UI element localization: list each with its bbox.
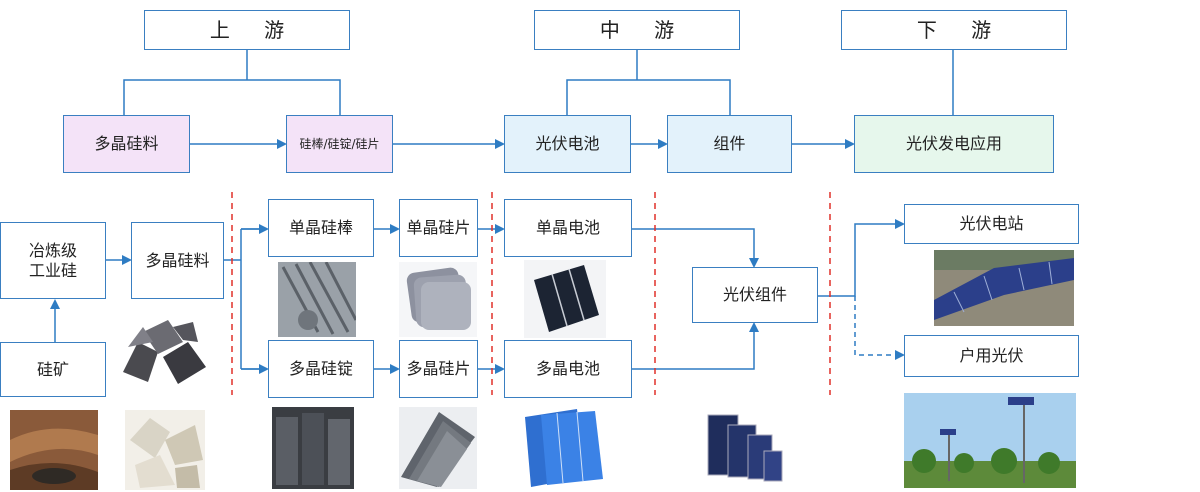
mono-cell-box: 单晶电池 bbox=[504, 199, 632, 257]
mono-rod-box: 单晶硅棒 bbox=[268, 199, 374, 257]
residential-pv-box: 户用光伏 bbox=[904, 335, 1079, 377]
top-pv-application-box: 光伏发电应用 bbox=[854, 115, 1054, 173]
midstream-header: 中 游 bbox=[534, 10, 740, 50]
pv-station-image bbox=[934, 250, 1074, 326]
multi-cell-image bbox=[517, 407, 607, 489]
silicon-ore-box: 硅矿 bbox=[0, 342, 106, 397]
mono-cell-image bbox=[524, 260, 606, 338]
upstream-header: 上 游 bbox=[144, 10, 350, 50]
top-module-box: 组件 bbox=[667, 115, 792, 173]
arrow-module-to-residential bbox=[854, 296, 905, 360]
arrow-multi-cell-to-module bbox=[632, 322, 759, 370]
pv-module-image bbox=[704, 407, 786, 489]
arrow-mono-cell-to-module bbox=[632, 228, 759, 268]
pv-station-box: 光伏电站 bbox=[904, 204, 1079, 244]
multi-wafer-image bbox=[399, 407, 477, 489]
residential-pv-image bbox=[904, 393, 1076, 488]
poly-split-lines bbox=[224, 228, 266, 370]
metallurgical-silicon-box: 冶炼级 工业硅 bbox=[0, 222, 106, 299]
downstream-header: 下 游 bbox=[841, 10, 1067, 50]
pv-module-box: 光伏组件 bbox=[692, 267, 818, 323]
multi-wafer-box: 多晶硅片 bbox=[399, 340, 478, 398]
arrow-module-to-station bbox=[818, 219, 905, 297]
polysilicon-chunks-image bbox=[118, 312, 208, 388]
silicon-ore-mine-image bbox=[10, 410, 98, 490]
multi-ingot-box: 多晶硅锭 bbox=[268, 340, 374, 398]
mono-rod-image bbox=[278, 262, 356, 337]
top-rod-ingot-wafer-box: 硅棒/硅锭/硅片 bbox=[286, 115, 393, 173]
top-pv-cell-box: 光伏电池 bbox=[504, 115, 631, 173]
flow-polysilicon-box: 多晶硅料 bbox=[131, 222, 224, 299]
midstream-bracket bbox=[566, 50, 731, 115]
multi-ingot-image bbox=[272, 407, 354, 489]
top-polysilicon-box: 多晶硅料 bbox=[63, 115, 190, 173]
quartz-stone-image bbox=[125, 410, 205, 490]
upstream-bracket bbox=[123, 50, 341, 115]
mono-wafer-box: 单晶硅片 bbox=[399, 199, 478, 257]
multi-cell-box: 多晶电池 bbox=[504, 340, 632, 398]
mono-wafer-image bbox=[399, 262, 477, 337]
